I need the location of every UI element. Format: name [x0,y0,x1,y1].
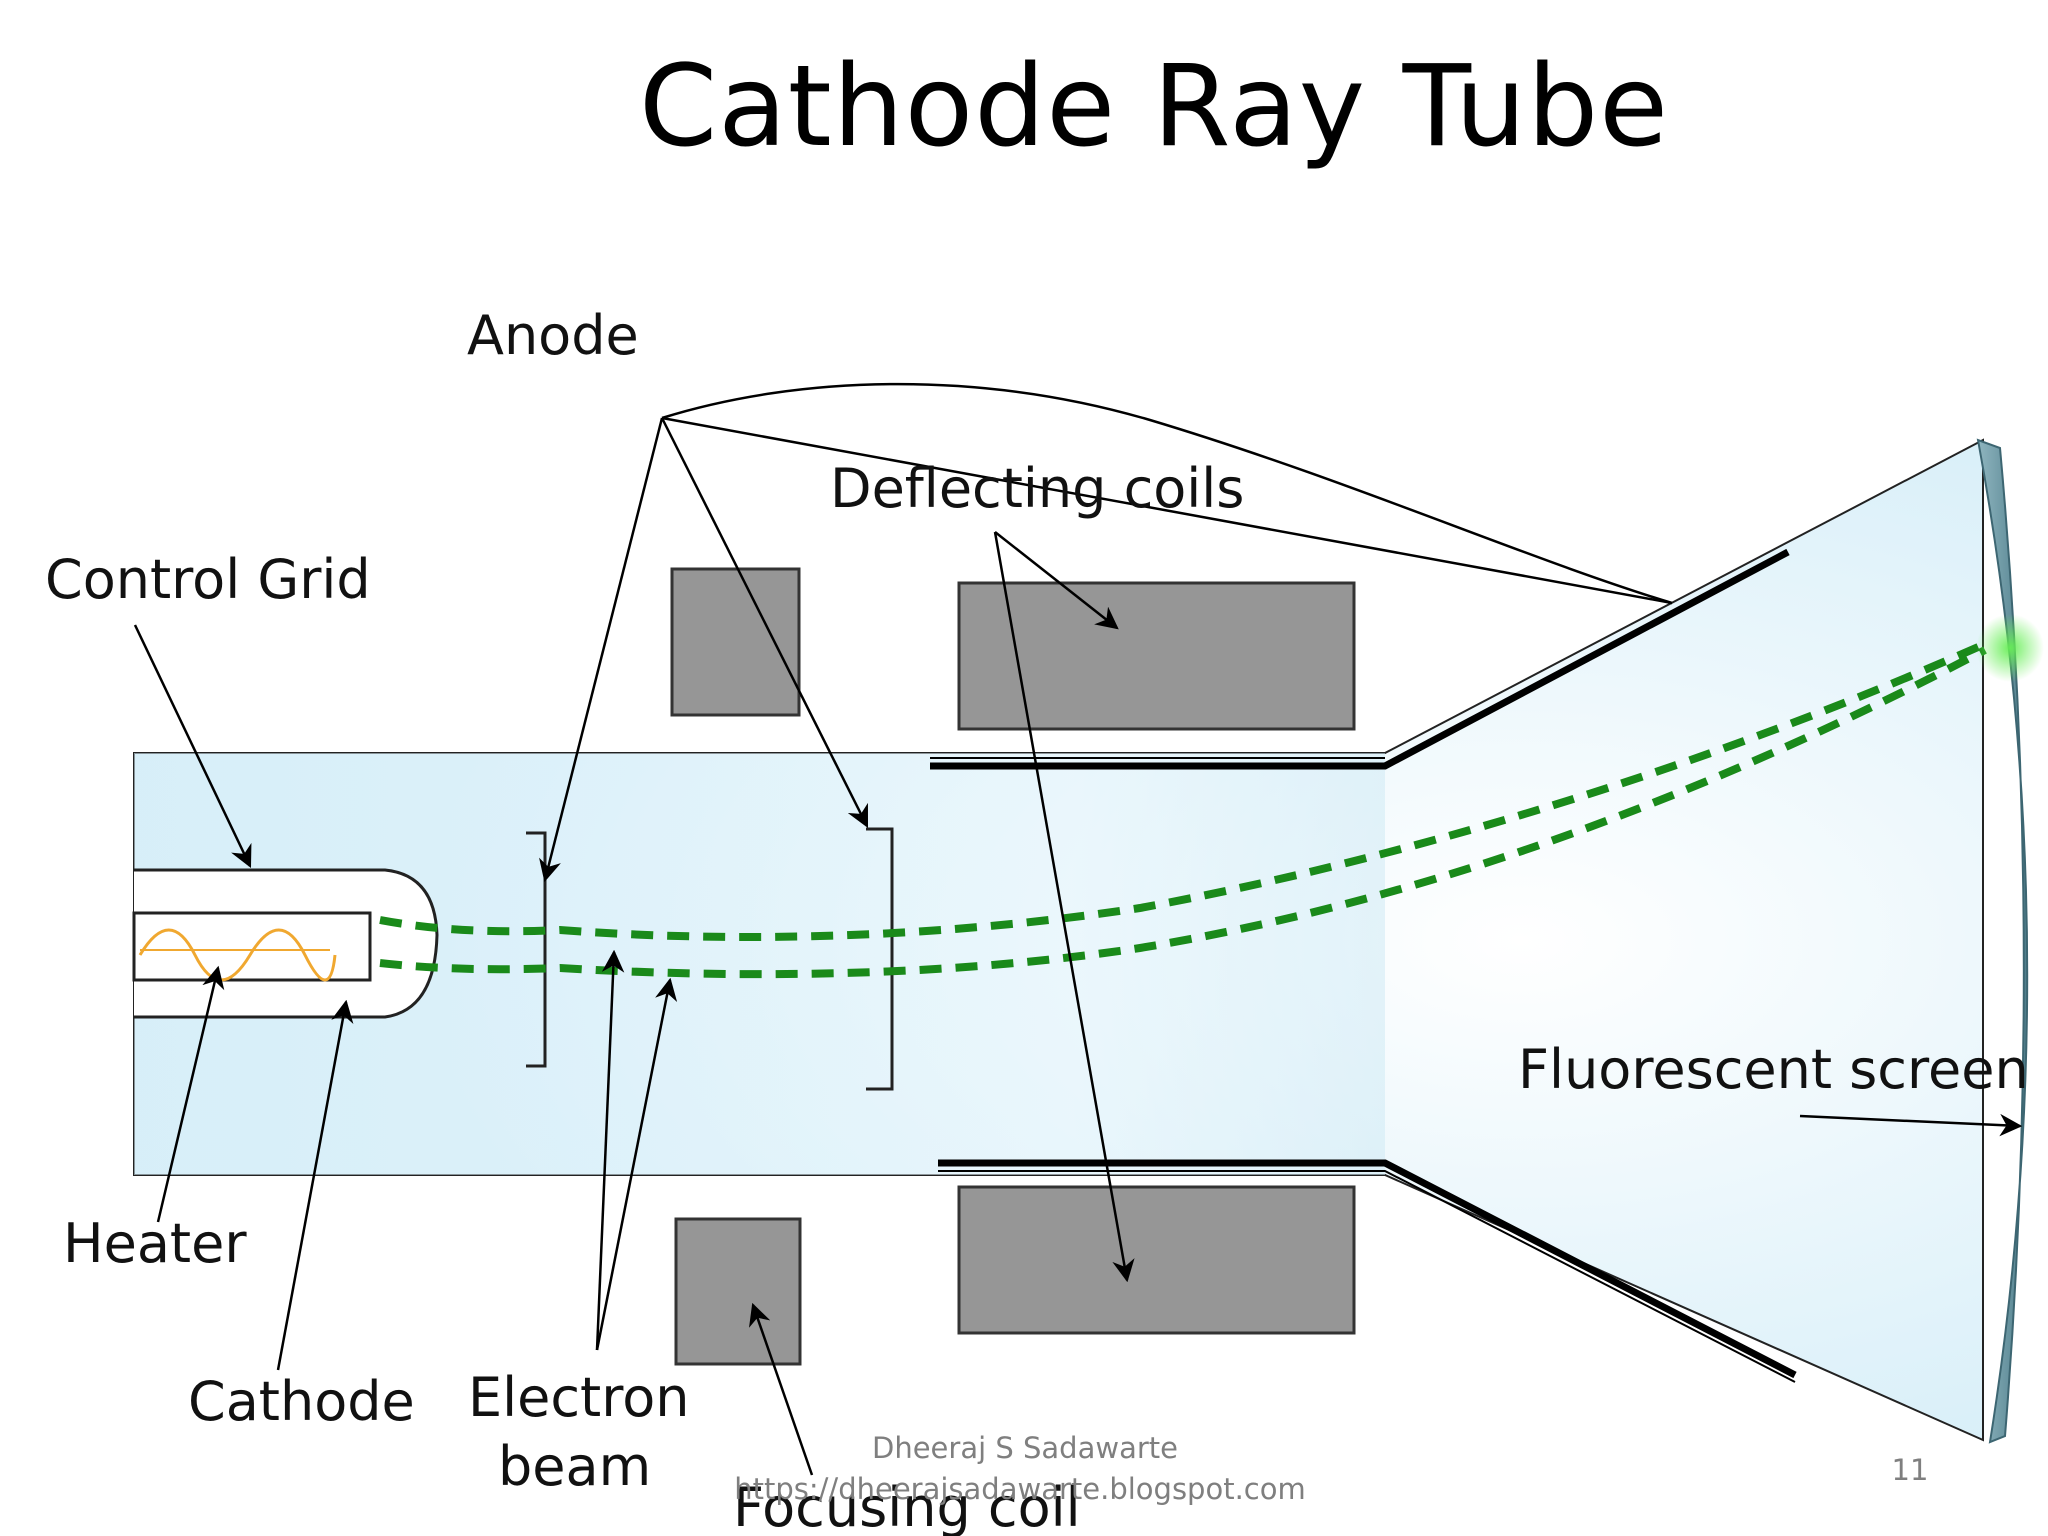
label-cathode: Cathode [188,1370,415,1433]
page-number: 11 [1892,1453,1929,1487]
focusing-coil-top [670,567,801,717]
slide-title: Cathode Ray Tube [638,42,1670,172]
label-anode: Anode [467,304,639,367]
footer-author: Dheeraj S Sadawarte [872,1431,1178,1465]
deflecting-coil-bottom [957,1185,1356,1335]
screen-spot [1976,614,2044,682]
cathode-shape [132,911,372,982]
deflection-plates [930,548,1797,1379]
heater-coil [138,928,337,982]
anode-bracket-left [526,831,547,1068]
label-deflecting-coils: Deflecting coils [830,457,1244,520]
label-focusing-coil: Focusing coil [733,1476,1081,1536]
deflecting-coil-top [957,581,1356,731]
label-control-grid: Control Grid [45,548,371,611]
footer-url: https://dheerajsadawarte.blogspot.com [734,1472,1305,1506]
label-electron-beam-line1: Electron [468,1366,689,1429]
label-heater: Heater [63,1212,247,1275]
focusing-coil-bottom [674,1217,802,1366]
anode-outline [661,382,1673,605]
electron-beam [379,640,1987,979]
label-electron-beam-line2: beam [498,1435,651,1498]
label-fluorescent-screen: Fluorescent screen [1518,1038,2029,1101]
anode-bracket-right [866,827,894,1091]
fluorescent-screen-face [1976,438,2029,1444]
